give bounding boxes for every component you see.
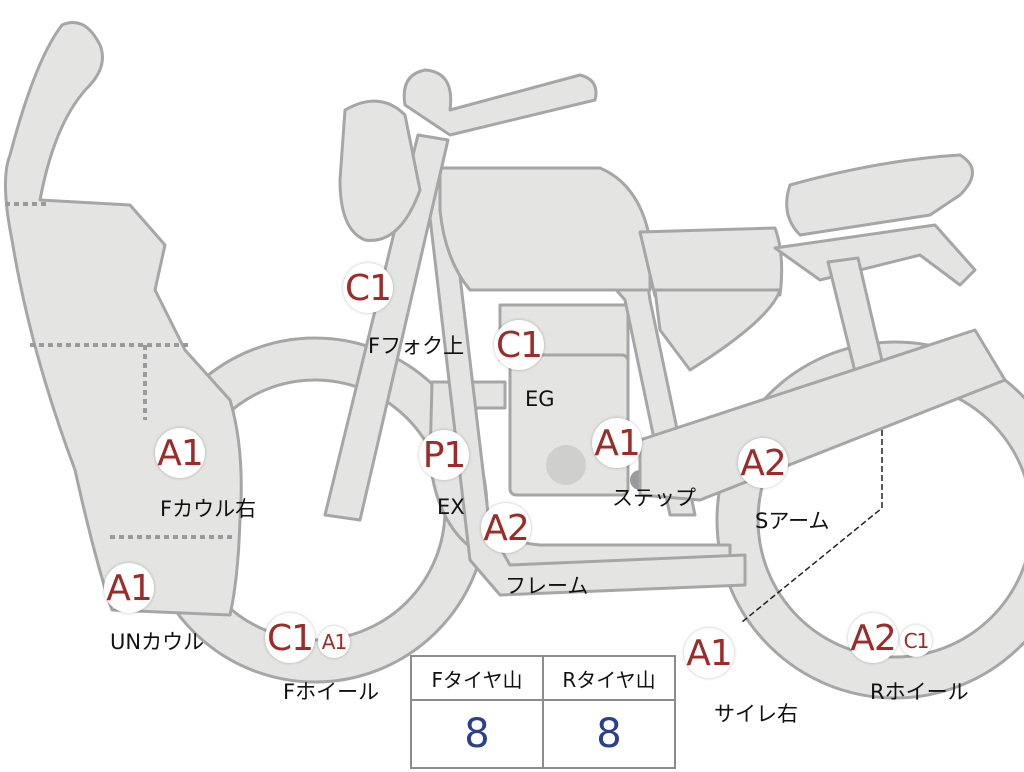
- front-tire-column: Fタイヤ山 8: [412, 657, 542, 767]
- seat-shape: [785, 153, 974, 237]
- frame-label: フレーム: [505, 574, 589, 598]
- s-arm-badge[interactable]: A2: [738, 438, 788, 488]
- front-fork-shape: [323, 133, 450, 522]
- engine-label: EG: [525, 387, 555, 411]
- f-wheel-badge-secondary[interactable]: A1: [318, 626, 350, 658]
- r-wheel-badge-secondary[interactable]: C1: [900, 625, 932, 657]
- silencer-leader-line: [741, 430, 883, 623]
- rear-tire-value: 8: [596, 711, 622, 757]
- f-fork-upper-label: Fフォク上: [368, 334, 465, 358]
- silencer-right-label: サイレ右: [714, 702, 798, 726]
- s-arm-label: Sアーム: [755, 509, 830, 533]
- front-tire-value: 8: [464, 711, 490, 757]
- step-label: ステップ: [612, 486, 696, 510]
- f-cowl-right-label: Fカウル右: [160, 497, 257, 521]
- side-panel-shape: [653, 288, 782, 372]
- fuel-tank-shape: [438, 166, 652, 292]
- front-cowl-shape: [4, 21, 243, 617]
- under-cowl-badge[interactable]: A1: [104, 563, 154, 613]
- handlebar-shape: [402, 68, 598, 137]
- tire-tread-table: Fタイヤ山 8 Rタイヤ山 8: [410, 655, 676, 769]
- under-cowl-label: UNカウル: [110, 630, 205, 654]
- rear-tire-header: Rタイヤ山: [544, 657, 674, 701]
- front-tire-header: Fタイヤ山: [412, 657, 542, 701]
- frame-down-tube: [423, 173, 747, 597]
- f-wheel-label: Fホイール: [283, 680, 380, 704]
- rear-tire-column: Rタイヤ山 8: [542, 657, 674, 767]
- exhaust-badge[interactable]: P1: [419, 430, 469, 480]
- headlight-shape: [338, 99, 422, 242]
- side-cover-shape: [638, 226, 784, 298]
- f-cowl-right-badge[interactable]: A1: [155, 428, 205, 478]
- engine-badge[interactable]: C1: [494, 320, 544, 370]
- seat-rail-shape: [773, 223, 977, 287]
- f-fork-upper-badge[interactable]: C1: [343, 263, 393, 313]
- exhaust-label: EX: [437, 495, 465, 519]
- frame-badge[interactable]: A2: [481, 503, 531, 553]
- swing-arm-shape: [638, 328, 1007, 502]
- engine-cover-circle: [546, 445, 586, 485]
- r-wheel-label: Rホイール: [870, 680, 969, 704]
- f-wheel-badge[interactable]: C1: [265, 613, 315, 663]
- step-badge[interactable]: A1: [592, 418, 642, 468]
- r-wheel-badge[interactable]: A2: [848, 613, 898, 663]
- silencer-right-badge[interactable]: A1: [684, 628, 734, 678]
